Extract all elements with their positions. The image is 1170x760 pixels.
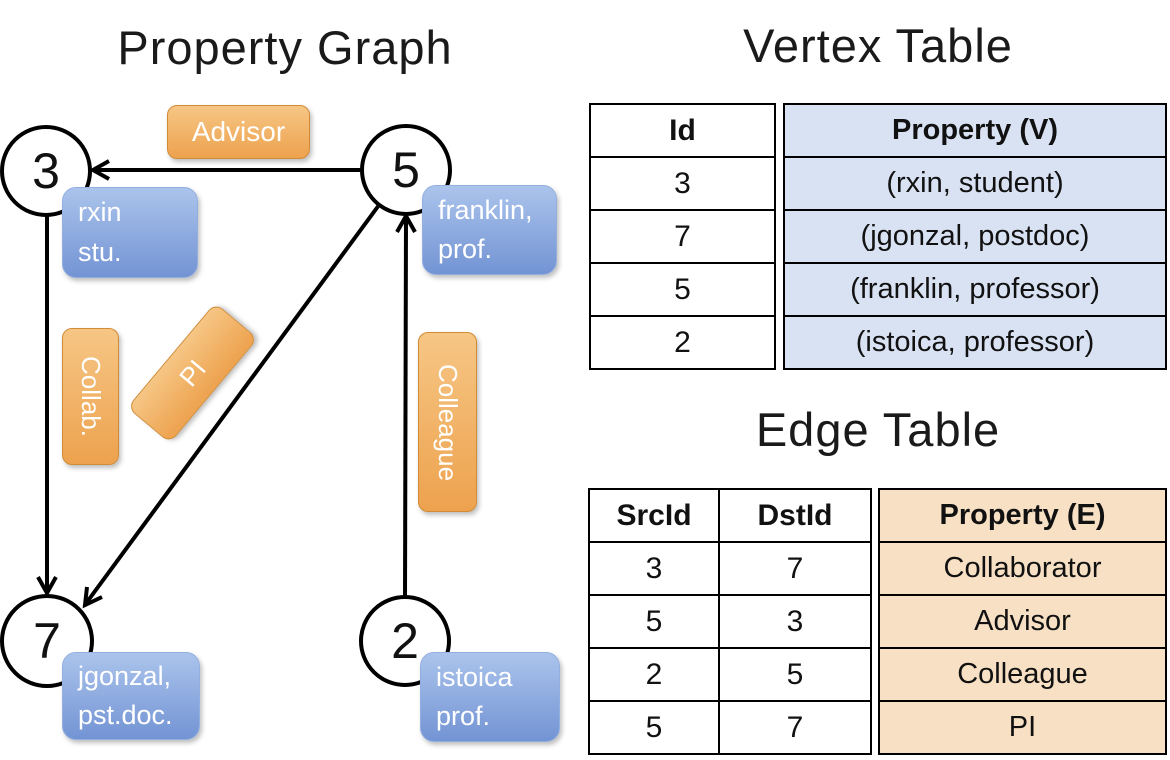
node-id-7: 7 [33,613,61,669]
edge-table-header-srcid: SrcId [588,488,720,543]
table-cell: 3 [588,541,720,596]
table-cell: Advisor [878,594,1167,649]
edge-table-property-column: Property (E) Collaborator Advisor Collea… [878,488,1167,755]
table-cell: (rxin, student) [783,156,1167,211]
vertex-prop-line2: stu. [78,236,122,267]
vertex-prop-line2: pst.doc. [78,700,173,730]
edge-5-3 [88,159,362,181]
vertex-prop-box-2: istoica prof. [420,652,560,742]
table-cell: (istoica, professor) [783,315,1167,370]
table-cell: 3 [718,594,872,649]
edge-2-5 [395,211,417,598]
vertex-prop-line2: prof. [436,701,491,731]
vertex-prop-box-3: rxin stu. [62,187,198,278]
property-graph-title: Property Graph [117,21,453,74]
edge-label-collab-text: Collab. [76,356,106,437]
edge-label-colleague: Colleague [418,332,477,512]
edge-table-srcid-column: SrcId 3 5 2 5 [588,488,720,755]
table-cell: PI [878,700,1167,755]
edge-label-advisor: Advisor [167,105,310,159]
edge-table-header-property: Property (E) [878,488,1167,543]
graph-edges [36,159,417,609]
table-cell: 7 [589,209,776,264]
node-id-3: 3 [32,143,60,199]
edge-table-dstid-column: DstId 7 3 5 7 [718,488,872,755]
table-cell: Collaborator [878,541,1167,596]
vertex-prop-line1: jgonzal, [78,660,172,691]
vertex-prop-box-5: franklin, prof. [422,185,557,275]
edge-label-collab: Collab. [62,328,119,465]
table-cell: 5 [589,262,776,317]
edge-5-7 [82,203,381,609]
node-id-2: 2 [391,613,419,669]
vertex-table-header-id: Id [589,103,776,158]
table-cell: (jgonzal, postdoc) [783,209,1167,264]
table-cell: Colleague [878,647,1167,702]
edge-table-header-dstid: DstId [718,488,872,543]
table-cell: (franklin, professor) [783,262,1167,317]
vertex-table-property-column: Property (V) (rxin, student) (jgonzal, p… [783,103,1167,370]
table-cell: 5 [588,700,720,755]
edge-label-colleague-text: Colleague [433,363,463,481]
node-id-5: 5 [392,142,420,198]
vertex-table-title: Vertex Table [743,19,1013,72]
table-cell: 7 [718,541,872,596]
table-cell: 2 [589,315,776,370]
edge-label-advisor-text: Advisor [191,116,286,147]
table-cell: 3 [589,156,776,211]
vertex-prop-box-7: jgonzal, pst.doc. [62,652,200,740]
table-cell: 5 [718,647,872,702]
vertex-prop-line2: prof. [438,234,493,264]
vertex-prop-line1: rxin [78,197,122,228]
vertex-prop-line1: franklin, [438,194,533,225]
vertex-table-id-column: Id 3 7 5 2 [589,103,776,370]
table-cell: 5 [588,594,720,649]
edge-table-title: Edge Table [755,403,1001,456]
vertex-table-header-property: Property (V) [783,103,1167,158]
edge-label-pi-text: PI [172,353,212,392]
table-cell: 2 [588,647,720,702]
vertex-prop-line1: istoica [436,661,513,692]
table-cell: 7 [718,700,872,755]
edge-3-7 [36,215,58,598]
